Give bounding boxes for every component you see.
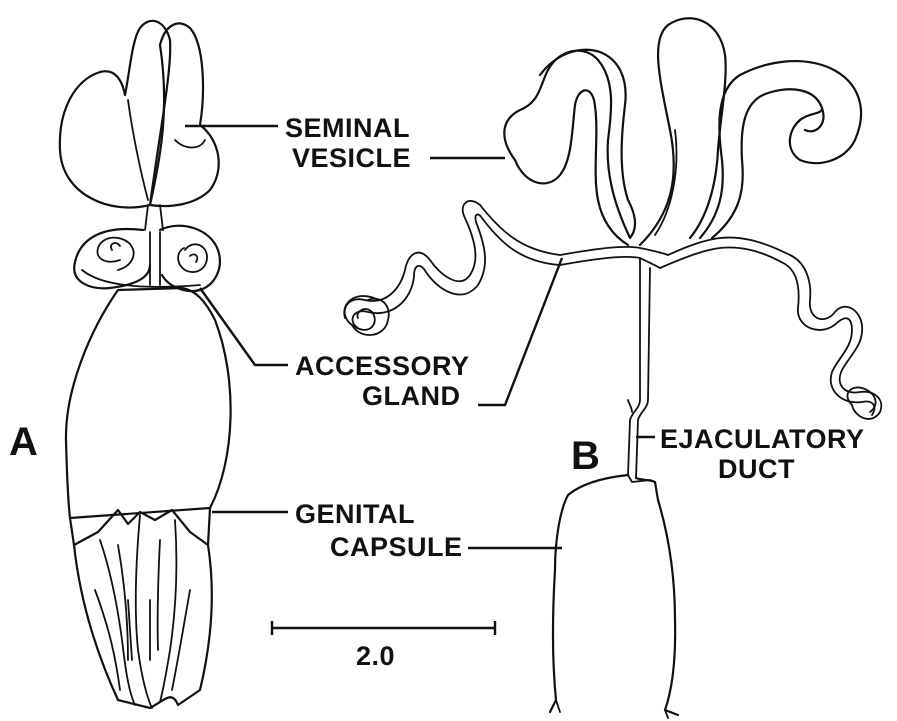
accessory-gland-b-left	[344, 201, 560, 335]
seminal-vesicle-a-left-lobe	[60, 21, 170, 208]
label-seminal-vesicle-line2: VESICLE	[292, 144, 411, 173]
panel-label-b: B	[571, 436, 600, 476]
label-ejaculatory-duct-line1: EJACULATORY	[660, 425, 865, 454]
leader-accessory-gland-b	[478, 258, 562, 405]
genital-capsule-a	[70, 508, 212, 708]
label-genital-capsule-line2: CAPSULE	[330, 533, 463, 562]
label-ejaculatory-duct: EJACULATORY	[660, 425, 865, 454]
accessory-gland-a	[74, 226, 220, 291]
ejaculatory-duct-b	[628, 258, 650, 478]
panel-label-a: A	[9, 422, 38, 462]
label-ejaculatory-duct-2: DUCT	[718, 455, 795, 484]
seminal-vesicle-b-left	[504, 50, 635, 238]
leader-accessory-gland-a	[200, 288, 288, 365]
label-genital-capsule-2: CAPSULE	[330, 533, 463, 562]
seminal-vesicle-b-middle	[640, 18, 726, 245]
genital-capsule-b	[550, 475, 678, 715]
vas-deferens-b	[560, 247, 668, 268]
label-seminal-vesicle-2: VESICLE	[292, 144, 411, 173]
label-accessory-gland-2: GLAND	[362, 382, 461, 411]
label-accessory-gland-line1: ACCESSORY	[295, 352, 470, 381]
label-genital-capsule-line1: GENITAL	[295, 500, 415, 529]
specimen-a	[60, 21, 231, 708]
seminal-vesicle-a-right-lobe	[150, 23, 219, 206]
scale-bar-value: 2.0	[356, 642, 395, 671]
label-seminal-vesicle: SEMINAL	[285, 114, 410, 143]
accessory-gland-b-right	[785, 255, 881, 419]
label-ejaculatory-duct-line2: DUCT	[718, 455, 795, 484]
abdomen-a	[66, 288, 231, 518]
label-seminal-vesicle-line1: SEMINAL	[285, 114, 410, 143]
label-accessory-gland-line2: GLAND	[362, 382, 461, 411]
label-genital-capsule: GENITAL	[295, 500, 415, 529]
label-accessory-gland: ACCESSORY	[295, 352, 470, 381]
scale-bar	[272, 621, 495, 635]
